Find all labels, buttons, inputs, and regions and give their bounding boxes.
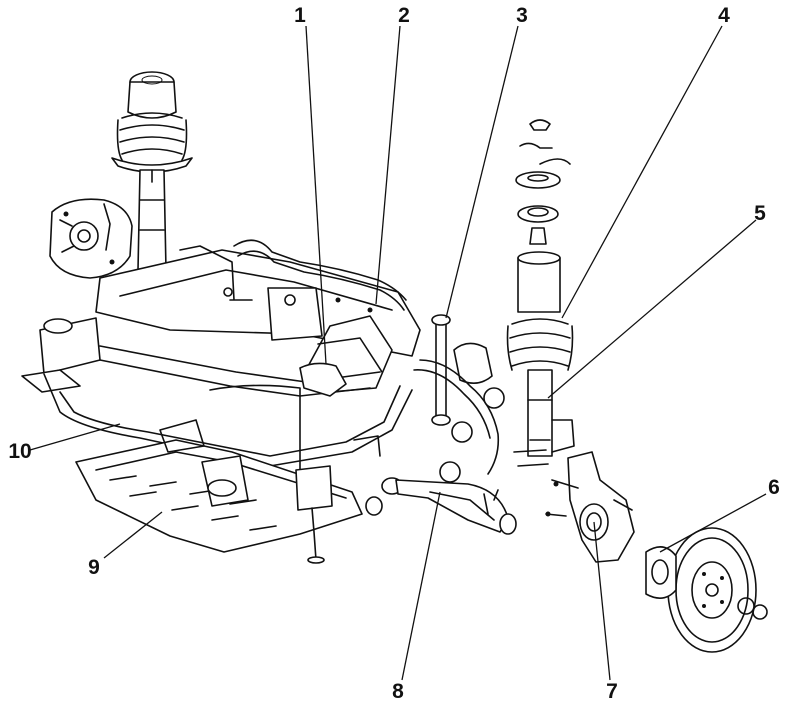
left-steering-knuckle (49, 198, 133, 279)
leader-lines (29, 25, 767, 681)
callout-labels: 1 2 3 4 5 6 7 8 9 10 (8, 4, 780, 703)
callout-7: 7 (606, 680, 618, 703)
lower-control-arm (365, 387, 517, 535)
callout-2: 2 (398, 4, 410, 27)
callout-6: 6 (768, 476, 780, 499)
callout-3: 3 (516, 4, 528, 27)
callout-9: 9 (88, 556, 100, 579)
callout-4: 4 (718, 4, 730, 27)
right-steering-knuckle (545, 451, 635, 563)
callout-8: 8 (392, 680, 404, 703)
strut-exploded-stack (506, 119, 575, 467)
callout-5: 5 (754, 202, 766, 225)
brake-disc-hub (645, 527, 768, 653)
skid-plate (75, 419, 381, 564)
engine-cradle-frame (21, 317, 413, 471)
left-strut-assembly (111, 71, 193, 271)
callout-1: 1 (294, 4, 306, 27)
callout-10: 10 (8, 440, 31, 463)
stabilizer-link (413, 314, 500, 475)
